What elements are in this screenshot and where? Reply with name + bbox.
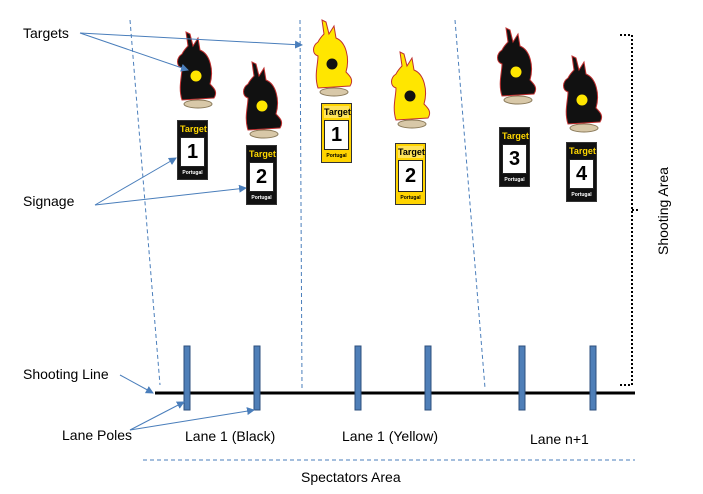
sign-header: Target [569,145,596,157]
sign-number: 2 [398,160,423,192]
sign-footer: Portugal [571,192,592,198]
lane-label-1: Lane 1 (Black) [185,428,276,444]
shooting-area-bracket [620,34,640,386]
signage-label: Signage [23,193,75,209]
lane-pole [253,345,261,411]
sign-number: 3 [502,144,527,174]
lane-divider-1 [129,19,161,386]
targets-arrow-1 [79,32,189,72]
rabbit-target [391,51,431,129]
rabbit-target [243,61,283,139]
sign-header: Target [502,130,529,142]
rabbit-target [313,19,353,97]
sign-number: 2 [249,162,274,192]
sign-footer: Portugal [400,195,421,201]
sign-header: Target [249,148,276,160]
rabbit-target [563,55,603,133]
sign-number: 4 [569,159,594,189]
lane-label-3: Lane n+1 [530,431,589,447]
sign-number: 1 [180,137,205,167]
targets-label: Targets [23,25,69,41]
spectators-area-label: Spectators Area [301,469,401,485]
shooting-line-label: Shooting Line [23,366,109,382]
sign-header: Target [180,123,207,135]
sign-footer: Portugal [251,195,272,201]
sign-footer: Portugal [504,177,525,183]
rabbit-target [497,27,537,105]
targets-arrow-2 [79,32,303,49]
rabbit-target [177,31,217,109]
lane-label-2: Lane 1 (Yellow) [342,428,438,444]
lane-poles-label: Lane Poles [62,427,133,443]
lane-pole [424,345,432,411]
sign-header: Target [398,146,425,158]
sign-number: 1 [324,120,349,150]
lane-pole [183,345,191,411]
signage-arrow-2 [94,184,247,206]
sign-header: Target [324,106,351,118]
lane-pole [589,345,597,411]
lane-divider-2 [299,19,303,389]
lane-divider-3 [454,19,486,389]
shooting-area-label: Shooting Area [655,167,671,255]
lane-pole [354,345,362,411]
sign-footer: Portugal [326,153,347,159]
lane-poles-arrow-2 [129,407,255,431]
lane-pole [518,345,526,411]
sign-footer: Portugal [182,170,203,176]
signage-arrow-1 [94,157,177,206]
shooting-line-arrow [119,374,154,394]
lane-poles-arrow-1 [129,401,185,431]
